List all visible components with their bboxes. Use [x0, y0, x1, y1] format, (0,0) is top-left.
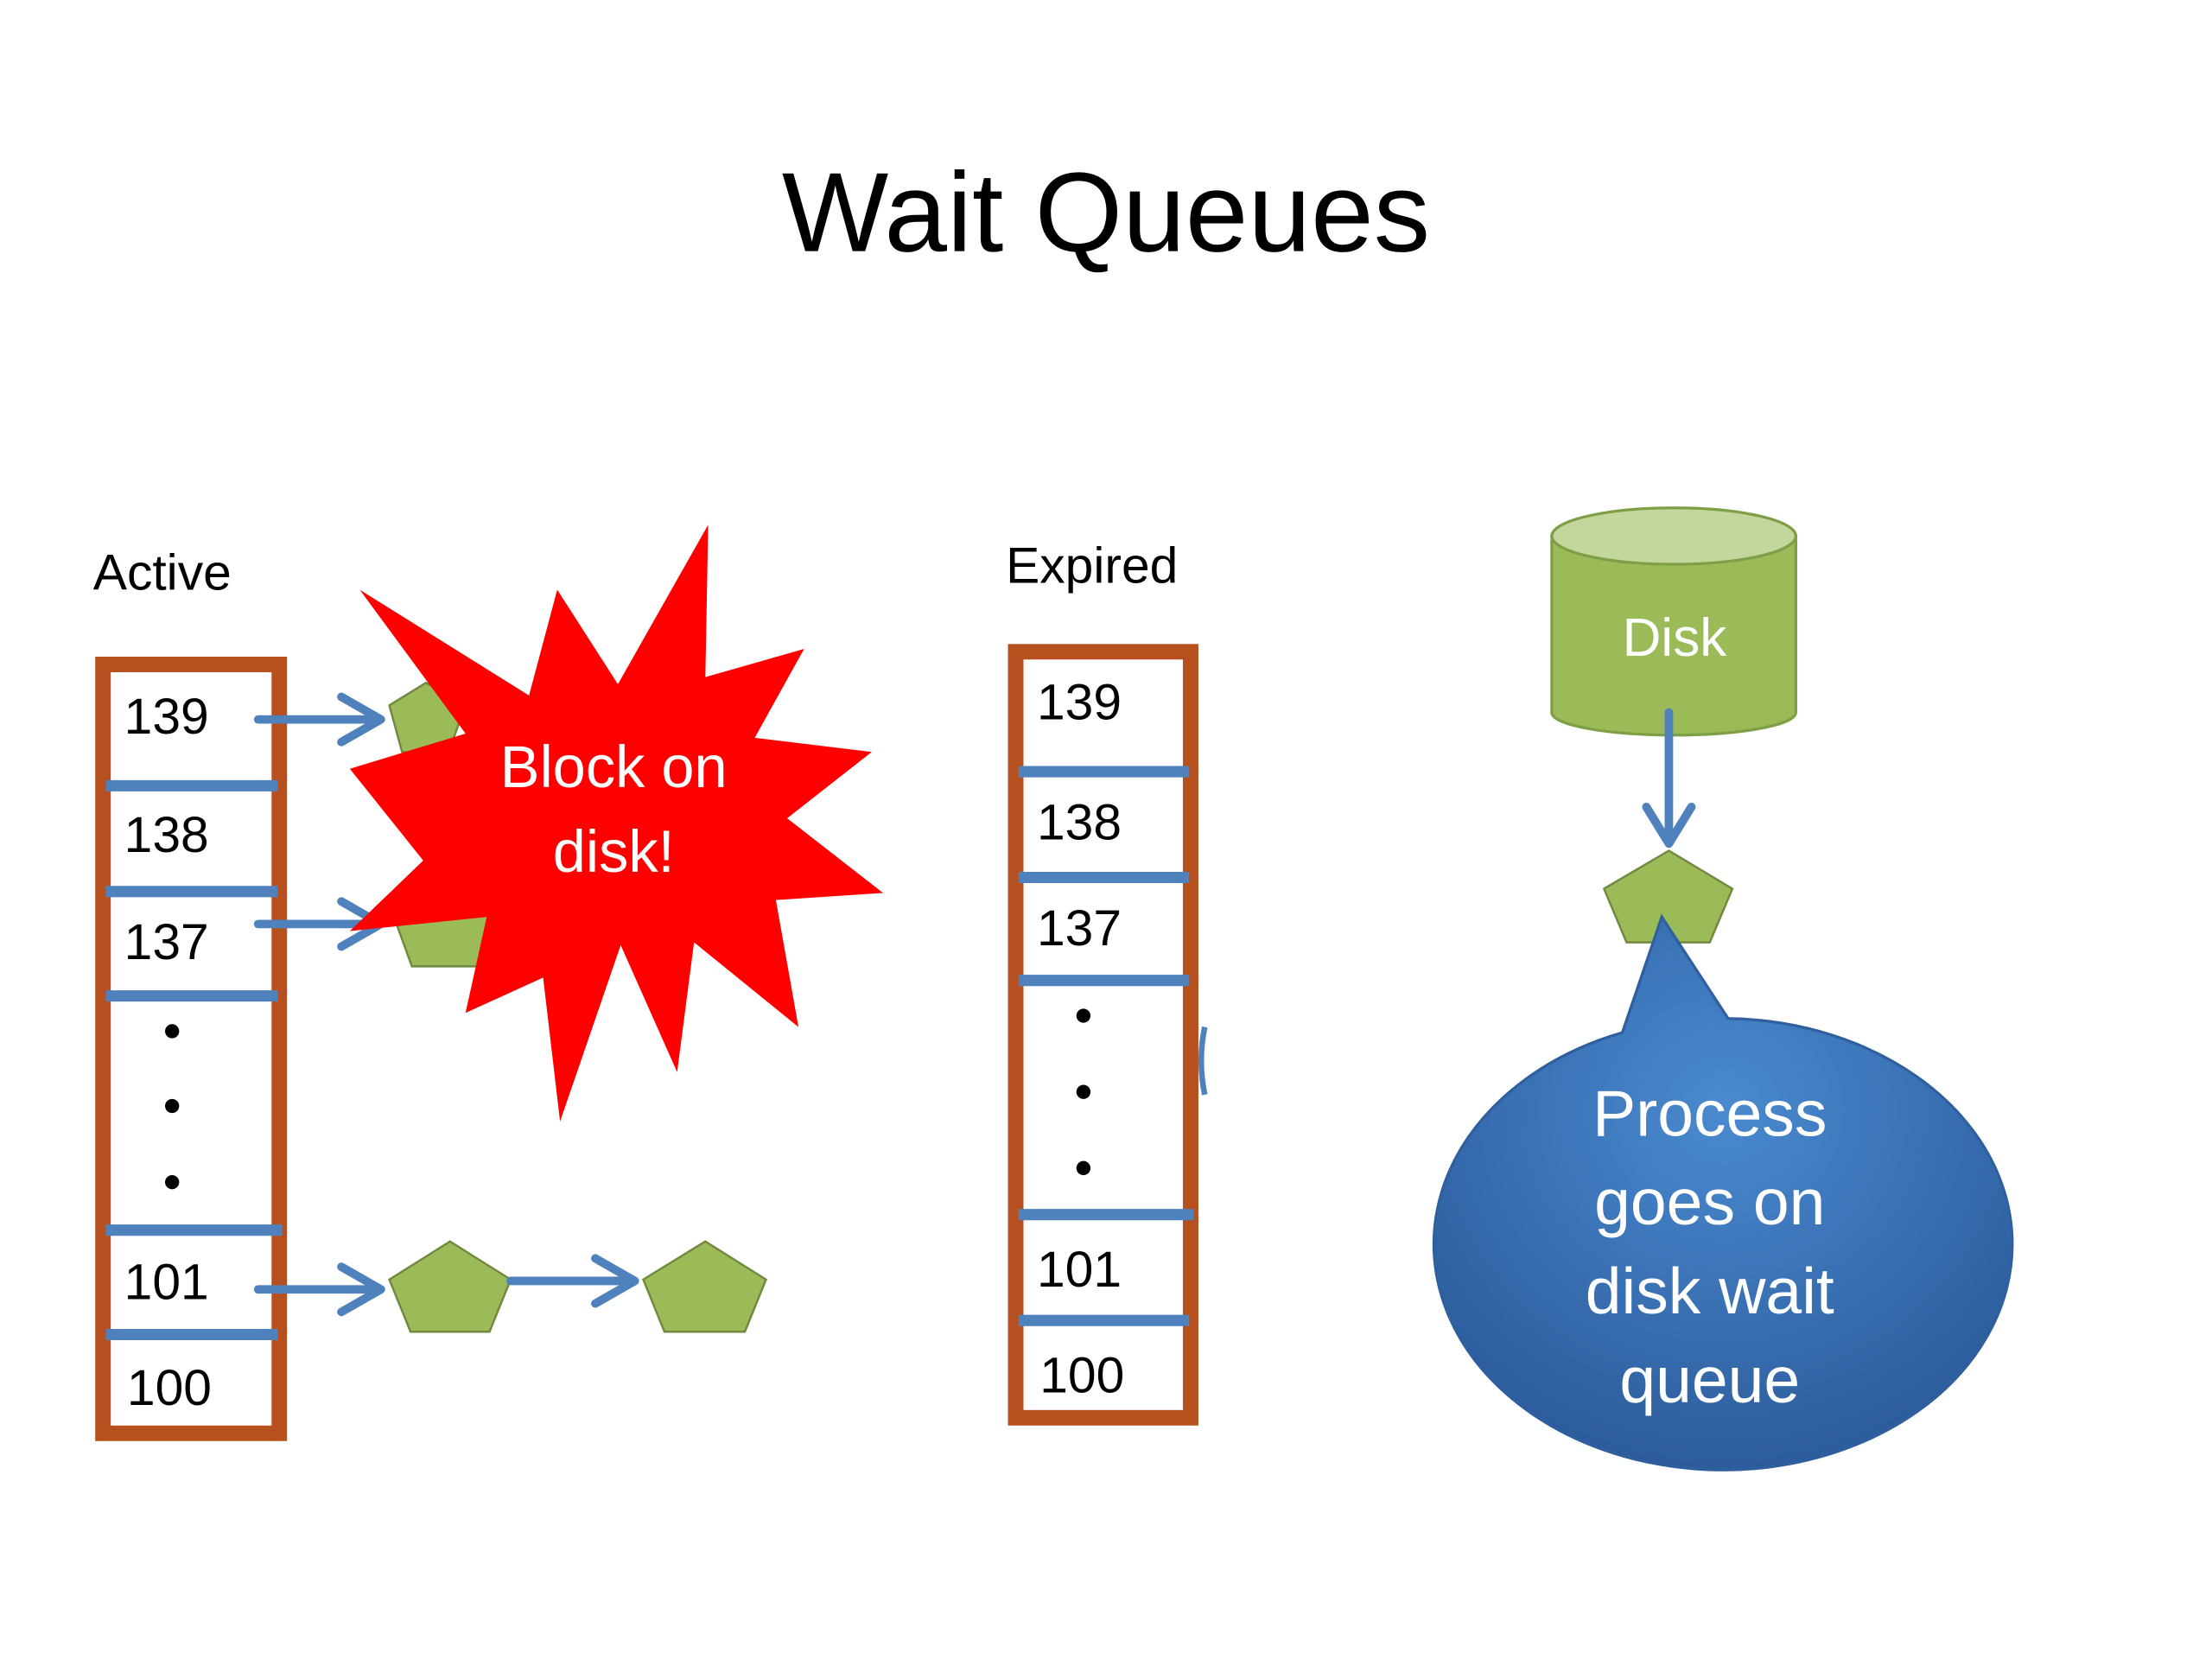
active-queue: 139 138 137 101 100	[95, 657, 288, 1441]
slide-title: Wait Queues	[782, 149, 1430, 276]
expired-label: Expired	[1006, 537, 1178, 594]
process-pentagon	[641, 1240, 768, 1333]
active-row-138: 138	[124, 807, 209, 863]
active-row-101: 101	[124, 1255, 209, 1311]
arrow-icon	[253, 1262, 385, 1317]
active-row-137: 137	[124, 914, 209, 970]
burst-text-line2: disk!	[553, 818, 675, 885]
active-label: Active	[93, 544, 232, 601]
expired-queue-box	[1007, 644, 1198, 1426]
arrow-icon	[253, 692, 385, 747]
callout-line4: queue	[1619, 1344, 1800, 1416]
ellipsis-dot	[1076, 1160, 1091, 1175]
disk-label: Disk	[1623, 608, 1728, 668]
ellipsis-dot	[165, 1024, 180, 1039]
process-pentagon	[388, 1240, 512, 1333]
callout-bubble	[1432, 913, 2014, 1471]
block-starburst	[349, 524, 884, 1122]
callout-line2: goes on	[1594, 1166, 1825, 1238]
callout-line3: disk wait	[1586, 1255, 1834, 1327]
disk-cylinder	[1550, 506, 1797, 737]
ellipsis-dot	[165, 1175, 180, 1190]
expired-row-101: 101	[1037, 1242, 1122, 1298]
arrow-down-icon	[1642, 708, 1696, 849]
burst-text-line1: Block on	[500, 734, 728, 800]
active-queue-box	[95, 657, 288, 1441]
arrow-icon	[506, 1254, 639, 1308]
partial-arc	[1198, 1026, 1208, 1096]
expired-row-100: 100	[1039, 1347, 1124, 1403]
ellipsis-dot	[1076, 1084, 1091, 1099]
expired-queue: 139 138 137 101 100	[1007, 644, 1198, 1426]
ellipsis-dot	[1076, 1008, 1091, 1023]
active-row-139: 139	[124, 689, 209, 745]
expired-row-138: 138	[1037, 794, 1122, 850]
callout-line1: Process	[1592, 1077, 1827, 1149]
ellipsis-dot	[165, 1098, 180, 1114]
active-row-100: 100	[127, 1360, 212, 1416]
expired-row-137: 137	[1037, 900, 1122, 957]
expired-row-139: 139	[1037, 675, 1122, 731]
